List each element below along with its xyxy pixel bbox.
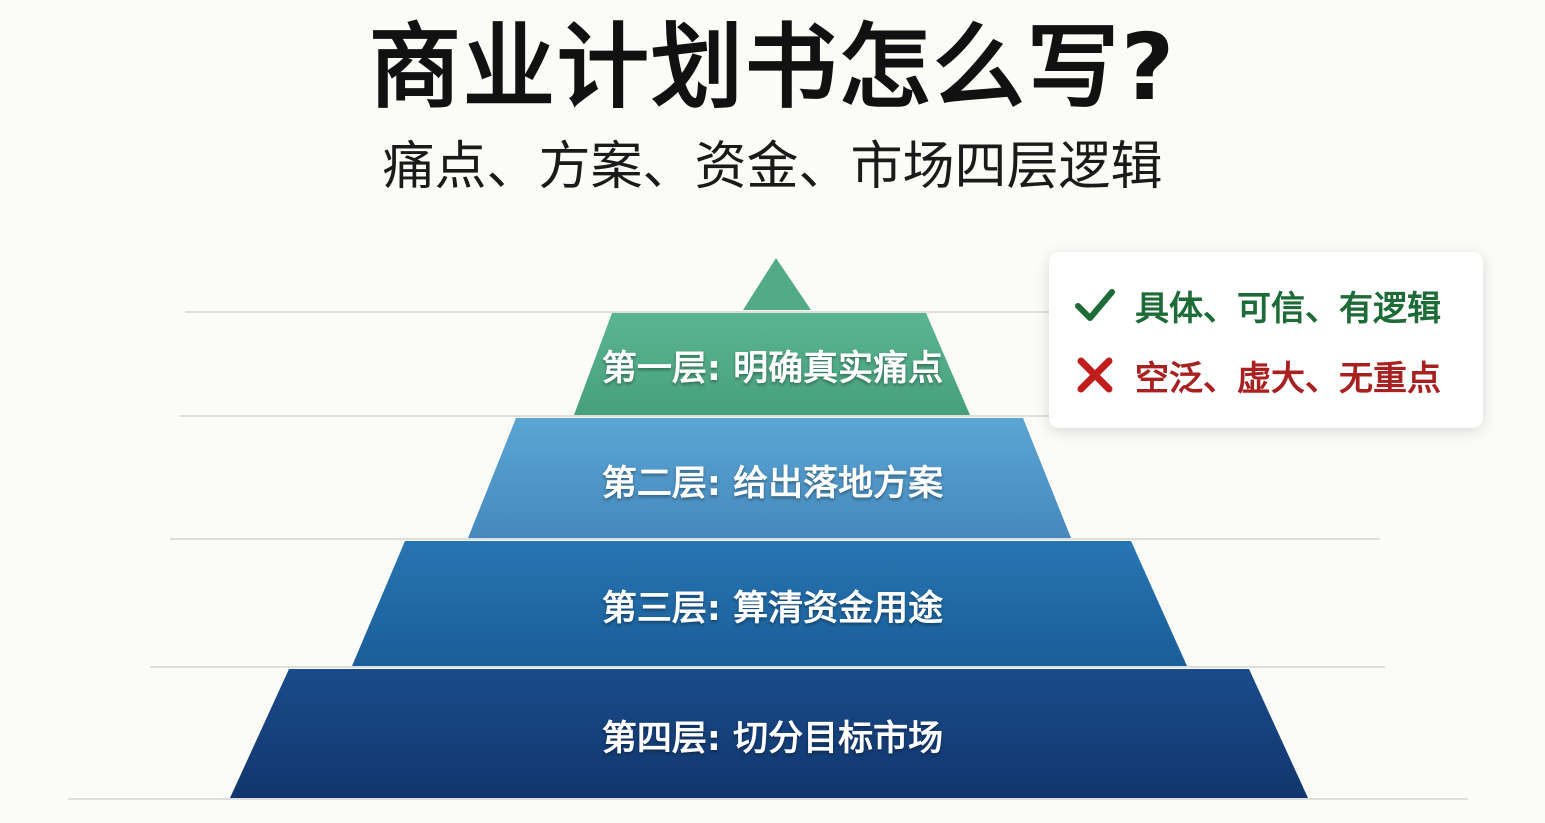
page-title: 商业计划书怎么写?: [368, 14, 1177, 121]
legend-good-text: 具体、可信、有逻辑: [1135, 288, 1441, 329]
legend-bad-text: 空泛、虚大、无重点: [1135, 358, 1441, 399]
guide-line-2: [180, 415, 1050, 417]
pyramid-layer-2: [468, 418, 1071, 538]
legend-bad-row: 空泛、虚大、无重点: [1073, 350, 1441, 400]
layer-1-label: 第一层: 明确真实痛点: [601, 349, 944, 389]
guide-line-1: [185, 311, 1051, 313]
guide-line-5: [68, 798, 1468, 800]
layer-3-label: 第三层: 算清资金用途: [601, 589, 944, 629]
legend-box: 具体、可信、有逻辑 空泛、虚大、无重点: [1049, 252, 1483, 428]
cross-icon: [1077, 357, 1113, 393]
guide-line-3: [170, 538, 1380, 540]
legend-good-row: 具体、可信、有逻辑: [1073, 280, 1441, 330]
pyramid-apex: [743, 258, 811, 310]
pyramid-layer-4: [230, 669, 1308, 798]
pyramid-layer-1: [574, 313, 970, 415]
pyramid-layer-3: [352, 541, 1187, 666]
layer-4-label: 第四层: 切分目标市场: [601, 719, 944, 759]
check-icon: [1075, 289, 1115, 321]
page-subtitle: 痛点、方案、资金、市场四层逻辑: [382, 137, 1163, 197]
layer-2-label: 第二层: 给出落地方案: [601, 464, 944, 504]
guide-line-4: [150, 666, 1385, 668]
